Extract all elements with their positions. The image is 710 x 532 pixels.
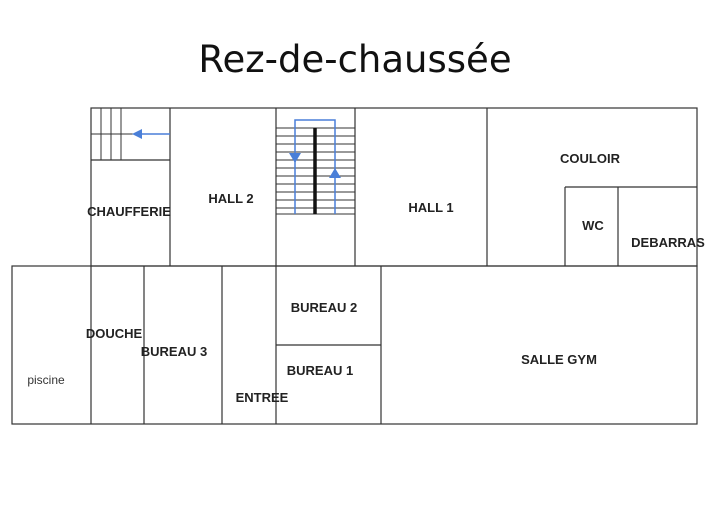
room-label-hall-2: HALL 2 <box>208 191 253 206</box>
stair-direction-arrows-icon <box>289 119 341 214</box>
room-label-piscine: piscine <box>27 373 65 387</box>
room-label-entree: ENTREE <box>236 390 289 405</box>
chaufferie-stair-arrow-icon <box>132 129 170 139</box>
room-label-bureau-2: BUREAU 2 <box>291 300 357 315</box>
room-label-wc: WC <box>582 218 604 233</box>
room-label-bureau-1: BUREAU 1 <box>287 363 353 378</box>
room-label-douche: DOUCHE <box>86 326 143 341</box>
upper-block-walls <box>90 107 698 267</box>
room-label-couloir: COULOIR <box>560 151 621 166</box>
room-label-hall-1: HALL 1 <box>408 200 453 215</box>
room-label-salle-gym: SALLE GYM <box>521 352 597 367</box>
plan-title: Rez-de-chaussée <box>198 38 511 81</box>
room-label-debarras: DEBARRAS <box>631 235 705 250</box>
room-label-bureau-3: BUREAU 3 <box>141 344 207 359</box>
room-label-chaufferie: CHAUFFERIE <box>87 204 171 219</box>
lower-block-walls <box>11 265 698 425</box>
main-stair <box>276 127 355 215</box>
